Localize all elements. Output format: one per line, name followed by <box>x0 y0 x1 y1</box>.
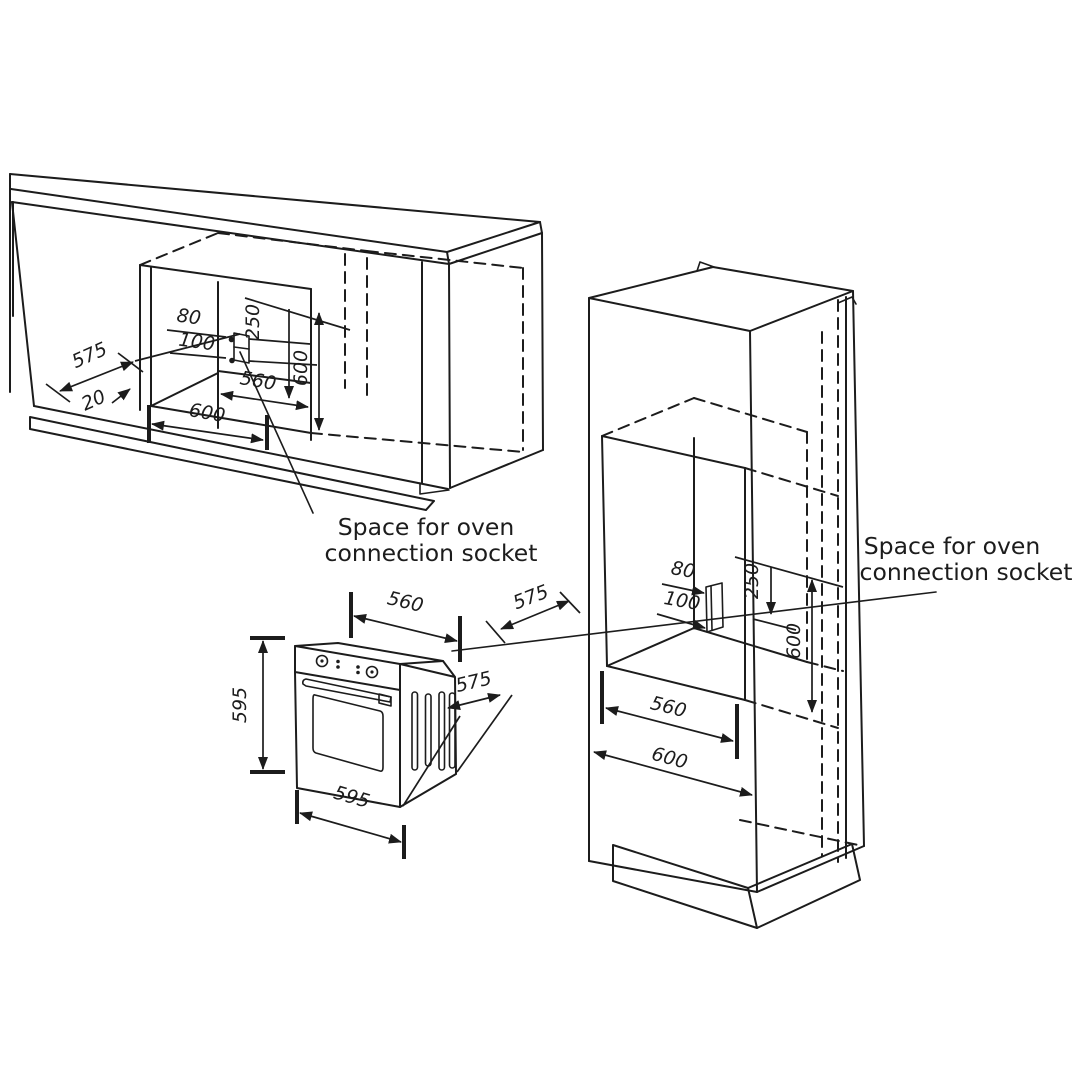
tall-cabinet-dimensions: 575 80 100 250 600 560 600 <box>485 556 844 797</box>
dim-tall-niche-height: 600 <box>783 623 805 659</box>
oven-button <box>356 670 360 675</box>
dim-oven-depth: 575 <box>454 667 494 697</box>
dim-base-depth: 575 <box>69 338 111 373</box>
oven-button <box>356 665 360 669</box>
base-cabinet-socket-space <box>228 332 250 364</box>
oven-knob-right <box>365 665 379 679</box>
dim-tall-depth: 575 <box>510 581 552 615</box>
left-annotation: Space for oven connection socket <box>325 513 538 567</box>
right-note-line2: connection socket <box>860 558 1073 586</box>
tall-cabinet: 575 80 100 250 600 560 600 <box>485 261 865 929</box>
dim-oven-front-width: 595 <box>331 782 372 813</box>
oven-button <box>336 665 340 669</box>
oven-door-window <box>312 694 384 772</box>
dim-base-niche-height: 600 <box>290 350 312 386</box>
leader-dot <box>229 357 235 364</box>
right-leader-line <box>451 591 937 652</box>
dim-oven-width: 560 <box>385 587 425 617</box>
dim-oven-height: 595 <box>229 687 251 723</box>
left-note-line1: Space for oven <box>338 513 515 541</box>
oven-controls <box>315 654 379 679</box>
oven-button <box>336 659 340 664</box>
base-cabinet: 575 20 600 560 80 100 250 <box>9 173 544 514</box>
dim-base-socket-100: 100 <box>177 329 216 356</box>
oven-dimensions: 560 595 595 575 <box>229 587 513 859</box>
base-cabinet-dimensions: 575 20 600 560 80 100 250 <box>45 297 351 450</box>
dim-tall-socket-top: 250 <box>741 563 763 599</box>
left-leader-line <box>239 351 314 514</box>
oven: 560 595 595 575 <box>229 587 513 859</box>
dim-base-socket-80: 80 <box>175 304 202 329</box>
dim-tall-socket-80: 80 <box>669 557 697 583</box>
dim-tall-niche-width: 560 <box>648 692 689 722</box>
dim-base-width: 600 <box>187 399 227 427</box>
left-note-line2: connection socket <box>325 539 538 567</box>
dim-base-socket-top: 250 <box>242 304 264 340</box>
right-note-line1: Space for oven <box>864 532 1041 560</box>
oven-door-handle <box>302 678 392 707</box>
tall-cabinet-niche <box>601 435 808 701</box>
tall-cabinet-socket-space <box>705 582 724 633</box>
right-annotation: Space for oven connection socket <box>860 532 1073 586</box>
oven-knob-left <box>315 654 329 668</box>
base-cabinet-niche <box>139 264 312 441</box>
leader-dot <box>228 336 235 343</box>
dim-base-offset: 20 <box>78 386 109 416</box>
